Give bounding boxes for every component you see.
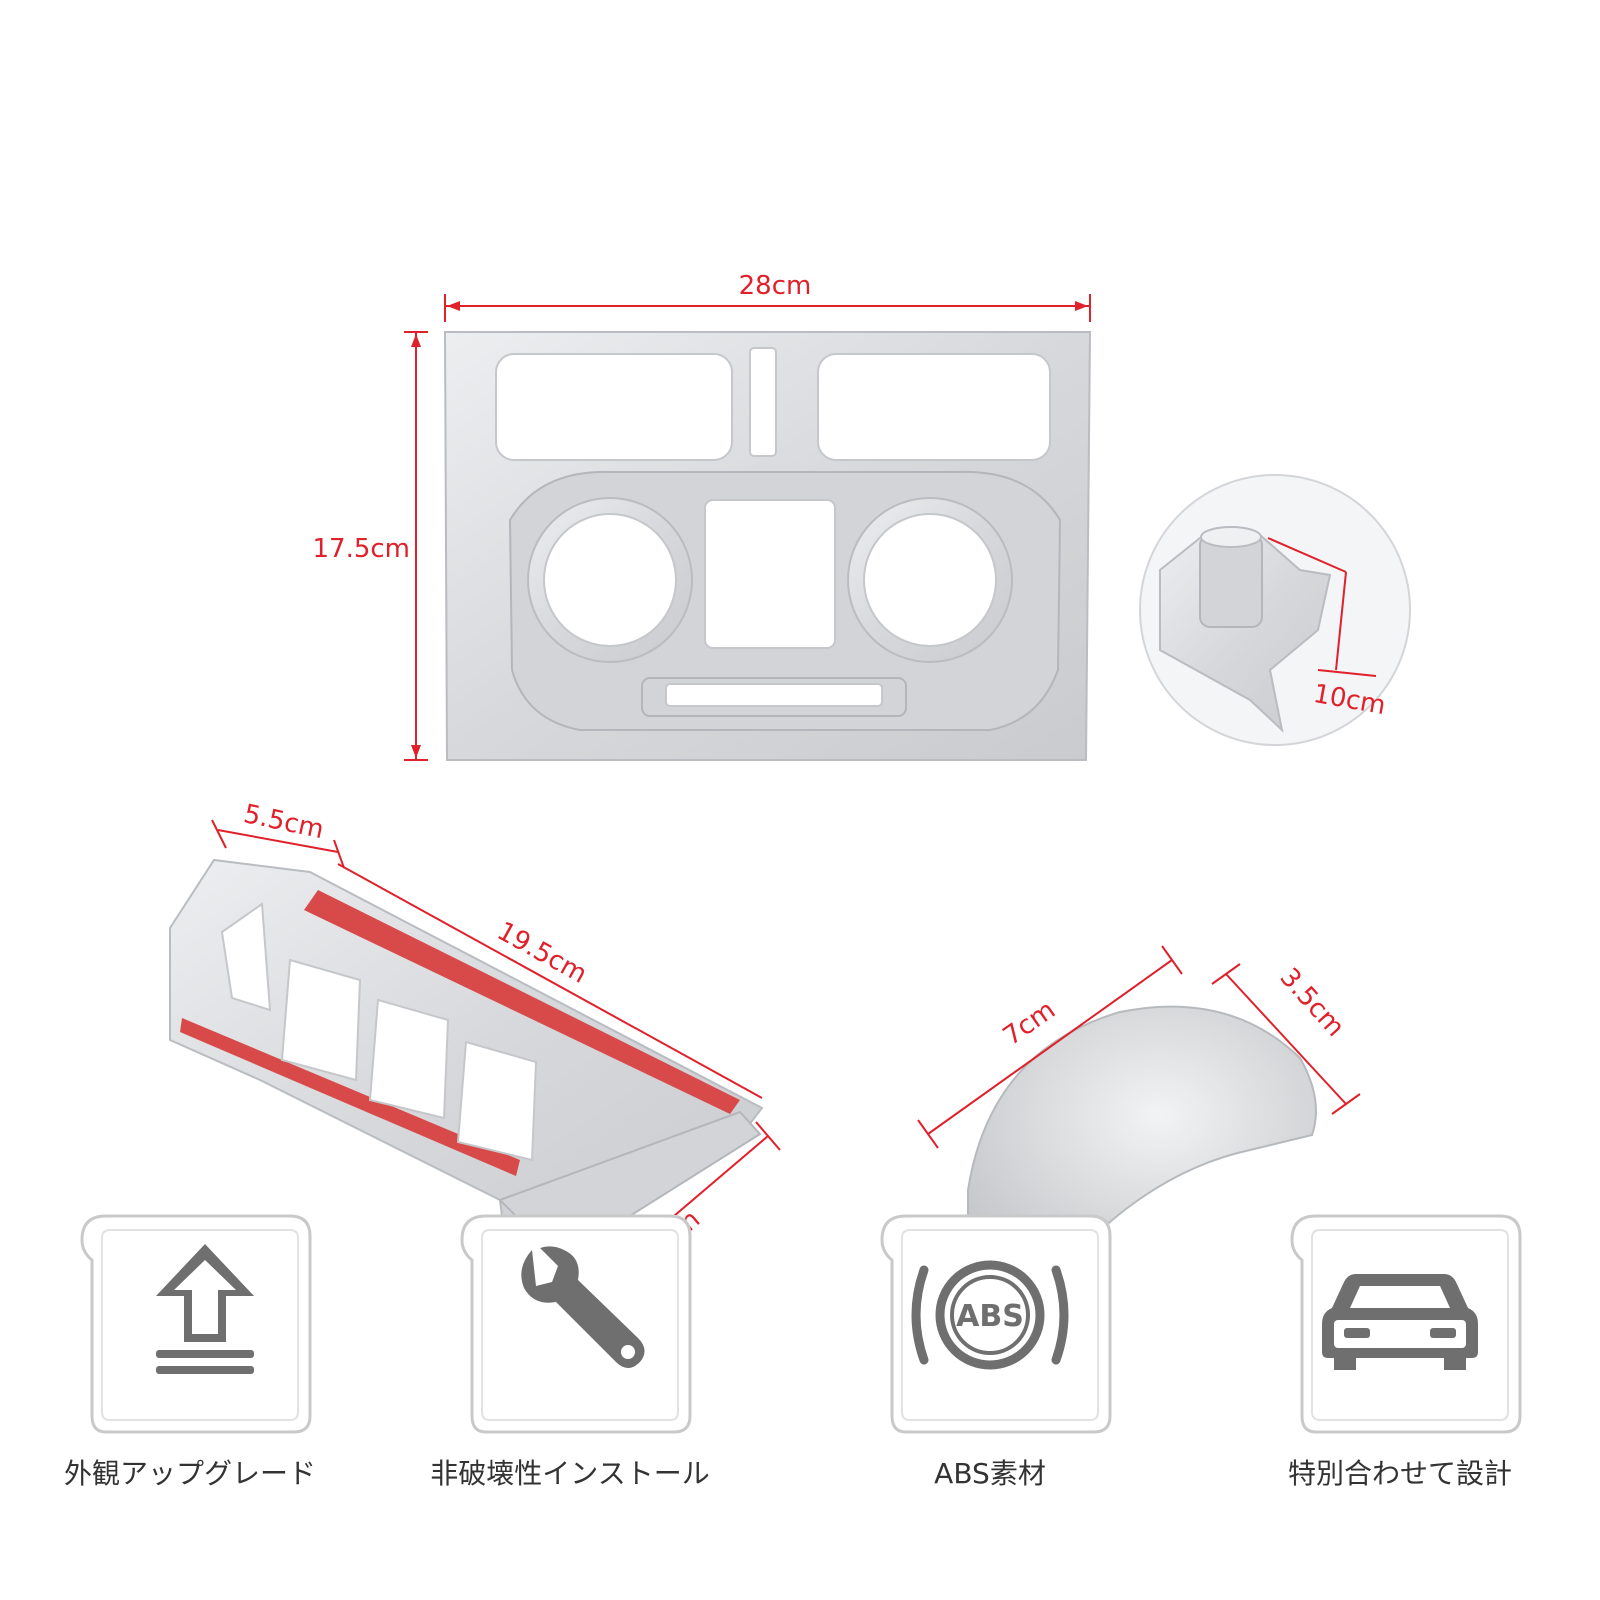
feature-fit: 特別合わせて設計 — [1250, 1200, 1550, 1600]
feature-label: 非破壊性インストール — [430, 1457, 710, 1490]
feature-row: 外観アップグレード 非破壊性インストール ABS ABS素材 — [0, 1200, 1600, 1600]
detail-zoom — [1139, 474, 1411, 746]
width-label: 28cm — [739, 271, 812, 301]
cap-length-line — [927, 959, 1173, 1135]
feature-install: 非破壊性インストール — [420, 1200, 720, 1600]
feature-card — [460, 1214, 692, 1434]
feature-card — [80, 1214, 312, 1434]
cap-width-line — [1225, 973, 1347, 1105]
strip-depth-line — [217, 829, 339, 853]
upgrade-arrow-icon — [156, 1244, 254, 1374]
car-icon — [1322, 1274, 1478, 1370]
wrench-icon — [521, 1246, 645, 1368]
cap-width-label: 3.5cm — [1274, 963, 1350, 1043]
abs-badge-text: ABS — [956, 1299, 1024, 1334]
abs-icon: ABS — [911, 1260, 1069, 1370]
feature-abs: ABS ABS素材 — [840, 1200, 1140, 1600]
height-label: 17.5cm — [312, 534, 410, 564]
strip-length-line — [337, 863, 763, 1099]
feature-label: ABS素材 — [934, 1457, 1046, 1490]
feature-label: 特別合わせて設計 — [1287, 1457, 1512, 1490]
strip-depth-label: 5.5cm — [241, 799, 326, 845]
feature-label: 外観アップグレード — [63, 1457, 316, 1490]
feature-upgrade: 外観アップグレード — [40, 1200, 340, 1600]
climate-panel — [443, 331, 1092, 761]
